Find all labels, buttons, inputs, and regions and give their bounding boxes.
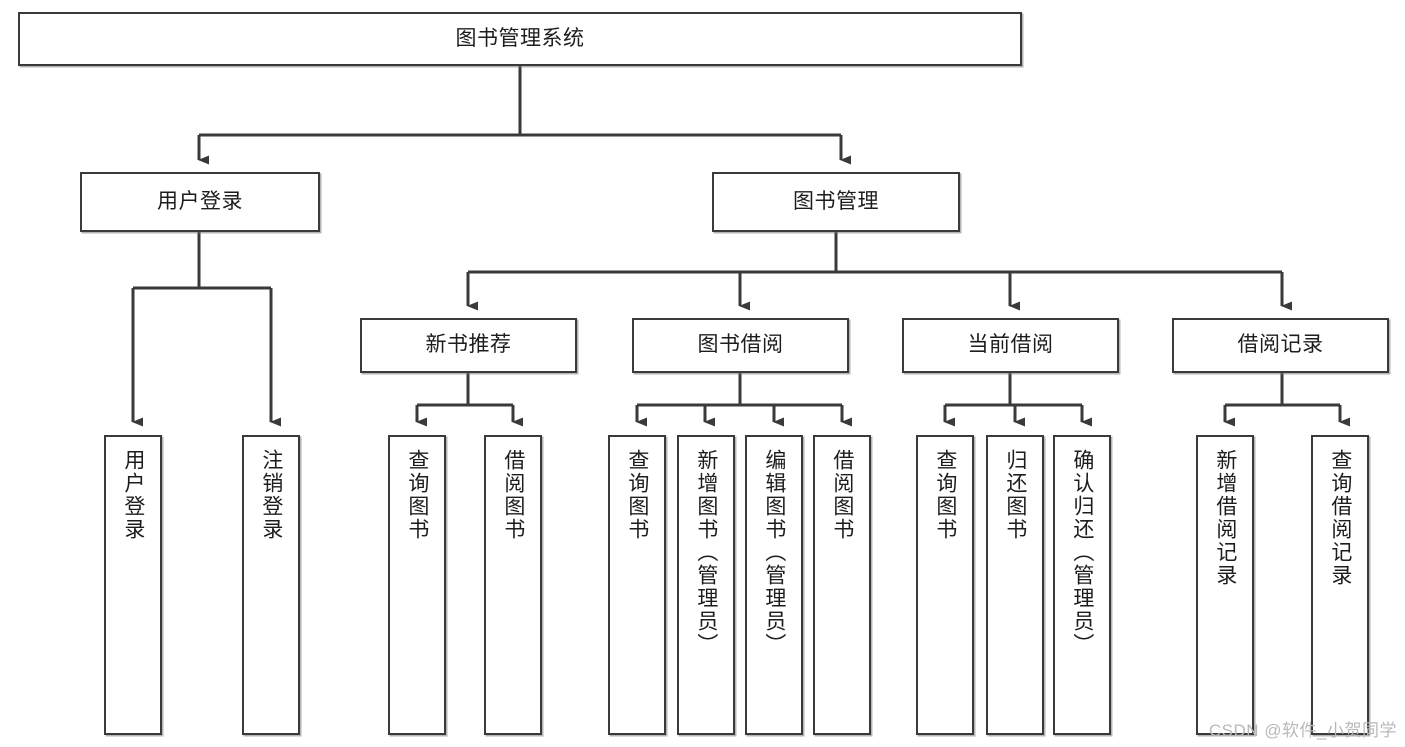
leaf-user-login-signin[interactable]: 用户登录 xyxy=(104,435,162,735)
node-label: 新书推荐 xyxy=(425,333,512,357)
leaf-record-add-record[interactable]: 新增借阅记录 xyxy=(1196,435,1254,735)
watermark-text: CSDN @软件_小贺同学 xyxy=(1208,721,1397,740)
node-label: 查询图书 xyxy=(405,449,429,541)
node-book-borrow[interactable]: 图书借阅 xyxy=(632,318,849,373)
node-user-login[interactable]: 用户登录 xyxy=(80,172,320,232)
leaf-borrow-edit-book-admin[interactable]: 编辑图书（管理员） xyxy=(745,435,803,735)
node-borrow-record[interactable]: 借阅记录 xyxy=(1172,318,1389,373)
node-label: 图书管理系统 xyxy=(455,26,585,50)
node-label: 确认归还（管理员） xyxy=(1070,449,1094,656)
node-label: 查询图书 xyxy=(933,449,957,541)
node-label: 当前借阅 xyxy=(967,333,1054,357)
node-label: 注销登录 xyxy=(259,449,283,541)
node-current-borrow[interactable]: 当前借阅 xyxy=(902,318,1119,373)
leaf-recommend-borrow-book[interactable]: 借阅图书 xyxy=(484,435,542,735)
leaf-borrow-query-book[interactable]: 查询图书 xyxy=(608,435,666,735)
leaf-borrow-borrow-book[interactable]: 借阅图书 xyxy=(813,435,871,735)
node-system-root[interactable]: 图书管理系统 xyxy=(18,12,1022,66)
node-label: 新增图书（管理员） xyxy=(694,449,718,656)
node-label: 新增借阅记录 xyxy=(1213,449,1237,587)
leaf-recommend-query-book[interactable]: 查询图书 xyxy=(388,435,446,735)
node-label: 查询图书 xyxy=(625,449,649,541)
node-label: 用户登录 xyxy=(121,449,145,541)
node-label: 图书借阅 xyxy=(697,333,784,357)
leaf-record-query-record[interactable]: 查询借阅记录 xyxy=(1311,435,1369,735)
node-book-management[interactable]: 图书管理 xyxy=(712,172,960,232)
node-label: 图书管理 xyxy=(793,189,879,213)
node-label: 借阅图书 xyxy=(501,449,525,541)
leaf-current-confirm-return-admin[interactable]: 确认归还（管理员） xyxy=(1053,435,1111,735)
node-label: 用户登录 xyxy=(157,189,243,213)
node-label: 查询借阅记录 xyxy=(1328,449,1352,587)
leaf-borrow-add-book-admin[interactable]: 新增图书（管理员） xyxy=(677,435,735,735)
node-label: 编辑图书（管理员） xyxy=(762,449,786,656)
leaf-user-login-signout[interactable]: 注销登录 xyxy=(242,435,300,735)
node-label: 归还图书 xyxy=(1003,449,1027,541)
leaf-current-query-book[interactable]: 查询图书 xyxy=(916,435,974,735)
node-label: 借阅图书 xyxy=(830,449,854,541)
node-label: 借阅记录 xyxy=(1237,333,1324,357)
node-new-book-recommend[interactable]: 新书推荐 xyxy=(360,318,577,373)
leaf-current-return-book[interactable]: 归还图书 xyxy=(986,435,1044,735)
